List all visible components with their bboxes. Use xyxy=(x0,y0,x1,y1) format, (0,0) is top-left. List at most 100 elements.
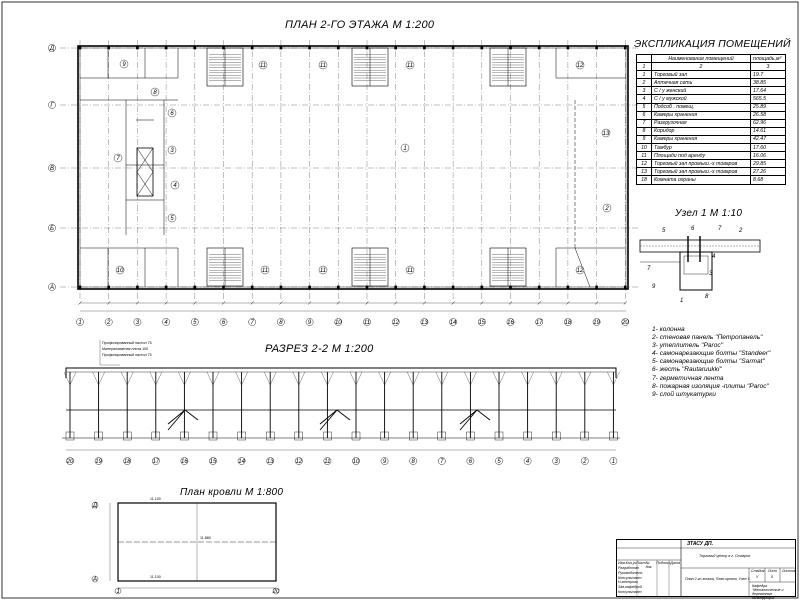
explication-area: 26.58 xyxy=(750,110,786,120)
plan-col-label-bubble xyxy=(391,318,400,326)
explication-name: Коридор xyxy=(651,126,751,136)
plan-room-tag: 7 xyxy=(116,156,120,162)
section-drawing: Профилированный настил 75 Минераловатная… xyxy=(62,340,620,465)
explication-title: ЭКСПЛИКАЦИЯ ПОМЕЩЕНИЙ xyxy=(634,38,791,50)
section-brace xyxy=(607,371,614,386)
plan-col-label-bubble xyxy=(305,318,314,326)
section-leader xyxy=(99,340,120,366)
plan-row-label: В xyxy=(50,166,54,172)
plan-partitions xyxy=(80,48,626,288)
plan-dim-tick xyxy=(250,301,254,305)
explication-name: С / у женский xyxy=(651,86,751,96)
plan-room-tag: 12 xyxy=(577,63,584,69)
section-col-label: 19 xyxy=(95,459,102,465)
node-tag: 5 xyxy=(662,228,666,234)
explication-area: 42.47 xyxy=(750,134,786,145)
section-brace xyxy=(270,371,277,386)
explication-header-name: Наименование помещений xyxy=(651,53,751,64)
node-tag: 7 xyxy=(647,266,651,272)
section-brace xyxy=(92,371,99,386)
section-stair-3 xyxy=(459,409,491,431)
plan-col-label-bubble xyxy=(506,318,515,326)
explication-num: 10 xyxy=(636,143,652,153)
plan-room-tag: 5 xyxy=(170,216,174,222)
plan-column-bottom xyxy=(365,285,369,289)
roof-col-axis-1 xyxy=(114,587,122,595)
plan-room-tag: 4 xyxy=(173,183,177,189)
section-footing xyxy=(151,431,161,441)
plan-column-top xyxy=(308,46,311,50)
plan-room-tag: 11 xyxy=(407,268,413,274)
section-col-label: 12 xyxy=(295,459,302,465)
plan-dim-tick xyxy=(307,301,312,305)
plan-column-top xyxy=(537,46,541,50)
section-col-label-bubble xyxy=(123,457,131,465)
plan-room-tag: 10 xyxy=(117,268,124,274)
title-block-head-cell: № док. xyxy=(645,561,653,569)
explication-area: 38.85 xyxy=(750,78,786,88)
title-block-sheets-label: Листов xyxy=(782,569,796,573)
plan-grid-lines xyxy=(60,40,640,312)
plan-column-top xyxy=(279,46,283,50)
plan-room-tag: 13 xyxy=(603,131,610,137)
section-brace xyxy=(407,371,414,386)
roof-mark-ridge: 11.880 xyxy=(200,536,211,540)
plan-col-label-bubble xyxy=(104,318,113,326)
section-footing xyxy=(94,431,103,441)
title-block-sheet: 5 xyxy=(771,575,773,579)
explication-header-area: площадь,м² xyxy=(750,53,786,64)
roof-mark-bottom: 11.100 xyxy=(150,575,161,579)
section-brace xyxy=(492,371,500,386)
section-col-label-bubble xyxy=(609,457,618,465)
plan-col-label-bubble xyxy=(477,318,486,326)
section-brace xyxy=(550,371,557,386)
explication-area: 16.06 xyxy=(750,151,786,161)
plan-col-label-bubble xyxy=(592,318,601,326)
explication-name: С / у мужской xyxy=(651,94,751,104)
plan-room-tag-bubble xyxy=(119,59,129,69)
explication-colnum: 1 xyxy=(636,62,652,72)
plan-column-bottom xyxy=(308,285,311,289)
plan-row-label-bubble xyxy=(48,283,56,291)
section-brace xyxy=(121,371,128,386)
legend-item: 7- герметичная лента xyxy=(652,374,724,382)
section-columns xyxy=(63,371,620,451)
section-footing xyxy=(466,431,475,441)
partition-top-left xyxy=(80,48,179,101)
section-col-label-bubble xyxy=(209,457,217,465)
plan-col-label: 5 xyxy=(193,320,197,326)
plan-room-tag-bubble xyxy=(150,87,160,97)
plan-dim-tick xyxy=(221,301,226,305)
plan-col-label-bubble xyxy=(162,318,170,326)
legend-item: 3- утеплитель "Paroc" xyxy=(652,342,724,350)
plan-column-top xyxy=(451,46,455,50)
plan-room-tag: 11 xyxy=(320,268,326,274)
section-footing xyxy=(351,431,361,441)
section-footing xyxy=(294,431,303,441)
section-col-label-bubble xyxy=(352,457,360,465)
section-brace xyxy=(413,371,420,386)
roof-col-axis-2 xyxy=(272,587,280,595)
section-brace xyxy=(292,371,299,386)
section-col-label: 14 xyxy=(238,459,245,465)
section-col-label: 18 xyxy=(124,459,131,465)
plan-room-tag-bubble xyxy=(258,60,268,70)
section-col-label-bubble xyxy=(495,457,503,465)
section-col-label: 15 xyxy=(210,459,217,465)
plan-column-top xyxy=(394,46,397,50)
title-block-role: Зав.кафедрой xyxy=(618,585,642,590)
plan-room-tag-bubble xyxy=(400,143,410,153)
plan-column-bottom xyxy=(509,285,512,289)
explication-area: 62.96 xyxy=(750,118,786,128)
explication-header-row: Наименование помещений площадь,м² xyxy=(636,53,786,64)
explication-num: 2 xyxy=(636,78,652,88)
plan-room-tag-bubble xyxy=(405,60,415,70)
section-col-label: 1 xyxy=(612,459,615,465)
explication-num: 18 xyxy=(636,175,652,185)
section-footing xyxy=(380,431,389,441)
section-brace xyxy=(69,371,77,386)
